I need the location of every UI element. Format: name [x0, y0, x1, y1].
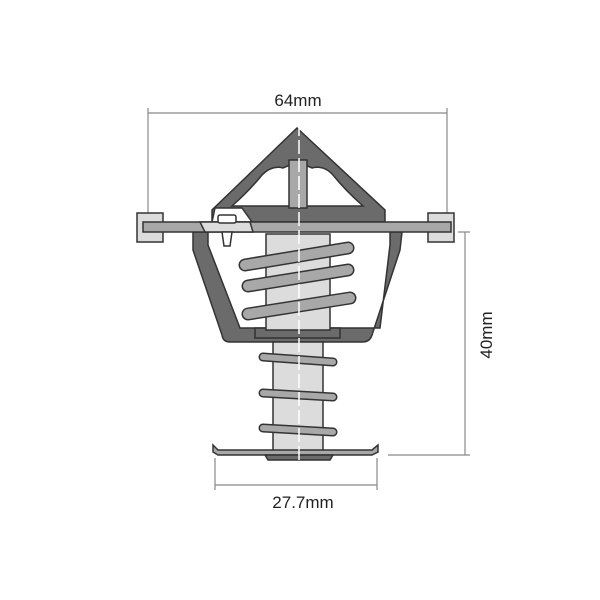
flange: [136, 212, 455, 247]
height-label: 40mm: [477, 311, 496, 358]
jiggle-valve: [217, 214, 237, 224]
base-label: 27.7mm: [272, 493, 333, 512]
cup-body: [192, 231, 403, 343]
top-bridge: [211, 126, 386, 223]
height-dimension: 40mm: [388, 231, 496, 456]
base-dimension: 27.7mm: [214, 458, 378, 512]
width-dimension: 64mm: [147, 91, 448, 213]
upper-spring: [238, 241, 357, 321]
lower-spring: [258, 352, 338, 437]
width-label: 64mm: [274, 91, 321, 110]
